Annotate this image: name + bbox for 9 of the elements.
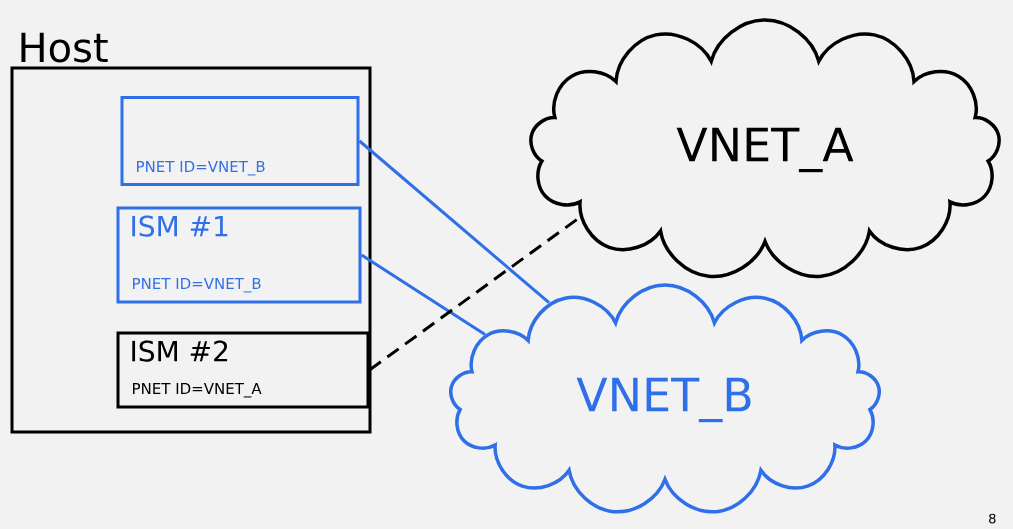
connector-line (358, 139, 550, 304)
node-label: Host (21, 32, 108, 63)
cloud: VNET_A (529, 18, 1001, 279)
interface-box: ISM #1 PNET ID=VNET_B (116, 206, 362, 304)
page-number: 8 (989, 513, 996, 524)
interface-box: PNET ID=VNET_B (120, 96, 360, 186)
connector-line (360, 253, 486, 336)
cloud: VNET_B (449, 283, 881, 514)
interface-box: ISM #2 PNET ID=VNET_A (116, 331, 370, 409)
